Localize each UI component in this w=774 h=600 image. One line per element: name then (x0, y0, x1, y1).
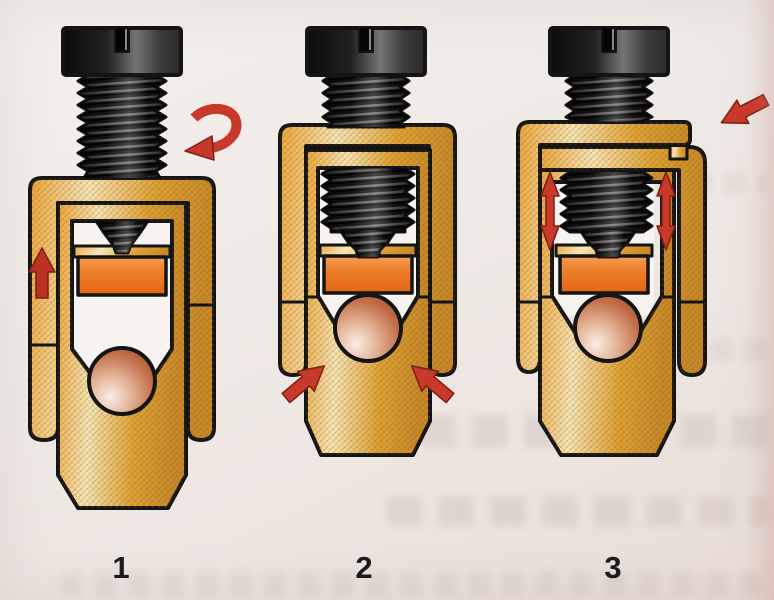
screw-thread-inner (559, 170, 654, 234)
ball (333, 293, 403, 363)
figure-1 (28, 26, 242, 510)
slide-bar (538, 145, 707, 377)
figure-3 (516, 26, 773, 457)
outer-yoke (278, 123, 457, 377)
figure-3-label: 3 (604, 550, 622, 585)
bleed-through-text-line (60, 572, 762, 596)
anvil-pad (558, 254, 650, 295)
screw-thread (321, 73, 411, 129)
rotate-screw-arrow-icon (184, 104, 242, 161)
free-play-left-arrow-icon (540, 171, 560, 251)
released-yoke-bar (516, 120, 692, 374)
figure-2-label: 2 (355, 550, 373, 585)
screw-head (548, 26, 670, 77)
screw-thread-inner (320, 166, 416, 234)
anvil-pad (322, 254, 414, 295)
screw-tip (578, 228, 638, 259)
anvil-pad (76, 255, 168, 297)
bleed-through-text-line (386, 496, 770, 526)
free-play-right-arrow-icon (656, 171, 676, 251)
figure-1-label: 1 (112, 550, 130, 585)
screw-tip (338, 228, 398, 259)
screw-head (61, 26, 183, 77)
figure-2 (276, 26, 460, 457)
release-latch-arrow-icon (714, 87, 773, 136)
ball (573, 293, 643, 363)
screw-thread (564, 73, 654, 124)
ball (87, 346, 157, 416)
screw-tip (94, 219, 150, 255)
screw-thread (76, 73, 168, 180)
screw-head (305, 26, 427, 77)
